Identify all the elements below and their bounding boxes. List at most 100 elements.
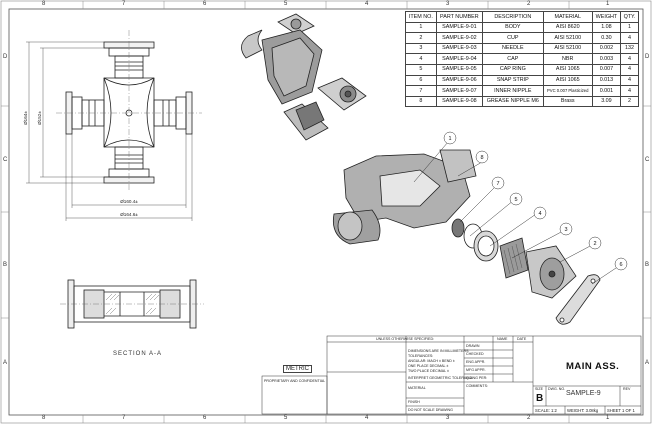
bom-cell: SAMPLE-9-02 <box>435 32 484 44</box>
bom-header-cell: DESCRIPTION <box>482 11 544 23</box>
bom-cell: 0.003 <box>591 53 622 65</box>
balloon-8 <box>475 150 489 164</box>
zone-col-7-bottom: 7 <box>122 415 126 421</box>
balloon-5 <box>509 192 523 206</box>
bom-cell: 4 <box>620 63 639 76</box>
bom-cell: SAMPLE-9-07 <box>435 85 484 97</box>
bom-cell: GREASE NIPPLE M6 <box>482 95 544 108</box>
bom-header-cell: WEIGHT <box>591 11 622 23</box>
zone-col-1-bottom: 1 <box>606 415 610 421</box>
bom-cell: AISI 1065 <box>542 63 593 76</box>
balloon-7 <box>491 176 505 190</box>
tb-note-9: DO NOT SCALE DRAWING <box>408 408 453 412</box>
balloon-1 <box>443 131 457 145</box>
section-label: SECTION A-A <box>113 351 163 357</box>
bom-cell: 2 <box>620 95 639 108</box>
bom-cell: SAMPLE-9-06 <box>435 74 484 87</box>
zone-col-2-bottom: 2 <box>527 415 531 421</box>
metric-label: METRIC <box>283 365 312 373</box>
tb-note-7: MATERIAL <box>408 386 426 390</box>
zone-col-3-bottom: 3 <box>446 415 450 421</box>
bom-cell: SAMPLE-9-01 <box>435 21 484 34</box>
zone-col-5-top: 5 <box>284 1 288 7</box>
zone-col-7-top: 7 <box>122 1 126 7</box>
bom-header-cell: QTY. <box>620 11 639 23</box>
zone-col-5-bottom: 5 <box>284 415 288 421</box>
bom-cell: CAP RING <box>482 63 544 76</box>
zone-col-6-top: 6 <box>203 1 207 7</box>
zone-col-8-bottom: 8 <box>42 415 46 421</box>
tb-checked-label: CHECKED <box>466 352 484 356</box>
bom-cell: AISI 8620 <box>542 21 593 34</box>
balloon-3 <box>559 222 573 236</box>
balloon-label-3: 3 <box>564 227 567 233</box>
sheet-size: B <box>536 393 544 404</box>
bom-cell: SAMPLE-9-08 <box>435 95 484 108</box>
bom-cell: AISI 52100 <box>542 32 593 44</box>
zone-col-1-top: 1 <box>606 1 610 7</box>
isometric-assembly-view <box>241 13 367 141</box>
tb-drawn-label: DRAWN <box>466 344 480 348</box>
dim-height-overall: Ø164± <box>23 111 28 125</box>
drawing-title: MAIN ASS. <box>566 361 620 372</box>
bom-cell: 2 <box>405 32 437 44</box>
sheet-value: SHEET 1 OF 1 <box>607 408 635 413</box>
balloon-label-6: 6 <box>619 262 622 268</box>
bom-cell: 4 <box>620 32 639 44</box>
unless-specified-label: UNLESS OTHERWISE SPECIFIED: <box>376 337 435 341</box>
bom-cell: 5 <box>405 63 437 76</box>
balloon-label-5: 5 <box>514 197 517 203</box>
tb-note-3: ANGULAR: MACH ± BEND ± <box>408 359 455 363</box>
title-block-grid <box>261 335 642 415</box>
tb-qa-label: Q.A. <box>466 376 474 380</box>
balloon-2 <box>588 236 602 250</box>
balloon-4 <box>533 206 547 220</box>
zone-row-a-right: A <box>645 360 650 366</box>
bom-cell: SAMPLE-9-03 <box>435 42 484 55</box>
bom-cell: 0.002 <box>591 42 622 55</box>
weight-value: WEIGHT: 3.08kg <box>567 408 599 413</box>
zone-col-3-top: 3 <box>446 1 450 7</box>
zone-col-4-top: 4 <box>365 1 369 7</box>
zone-row-a-left: A <box>3 360 8 366</box>
bom-cell: 8 <box>405 95 437 108</box>
tb-note-1: DIMENSIONS ARE IN MILLIMETERS <box>408 349 469 353</box>
scale-value: SCALE: 1:2 <box>535 408 557 413</box>
bom-cell: 1 <box>620 21 639 34</box>
rev-label: REV <box>623 387 631 391</box>
drawing-number: SAMPLE-9 <box>566 390 601 397</box>
front-view <box>56 30 202 192</box>
bom-cell: 1 <box>405 21 437 34</box>
bom-cell: BODY <box>482 21 544 34</box>
bom-cell: SNAP STRIP <box>482 74 544 87</box>
bom-cell: 4 <box>620 74 639 87</box>
front-view-dimensions <box>26 41 193 221</box>
bom-cell: 4 <box>620 53 639 65</box>
bom-cell: SAMPLE-9-04 <box>435 53 484 65</box>
tb-eng-appr-label: ENG APPR. <box>466 360 486 364</box>
tb-note-4: ONE PLACE DECIMAL ± <box>408 364 449 368</box>
bom-cell: 3.09 <box>591 95 622 108</box>
tb-note-6: INTERPRET GEOMETRIC TOLERANCING PER: <box>408 376 488 380</box>
zone-row-d-right: D <box>645 54 650 60</box>
bom-cell: 7 <box>405 85 437 97</box>
bom-cell: AISI 52100 <box>542 42 593 55</box>
bom-cell: NBR <box>542 53 593 65</box>
zone-col-2-top: 2 <box>527 1 531 7</box>
zone-row-d-left: D <box>3 54 8 60</box>
bom-cell: 0.001 <box>591 85 622 97</box>
bom-cell: PVC 0.007 Plasticized <box>542 85 593 97</box>
proprietary-label: PROPRIETARY AND CONFIDENTIAL <box>264 379 326 383</box>
tb-date-label: DATE <box>517 337 527 341</box>
dwg-no-label: DWG. NO. <box>548 387 566 391</box>
zone-col-4-bottom: 4 <box>365 415 369 421</box>
tb-comments-label: COMMENTS: <box>466 384 488 388</box>
